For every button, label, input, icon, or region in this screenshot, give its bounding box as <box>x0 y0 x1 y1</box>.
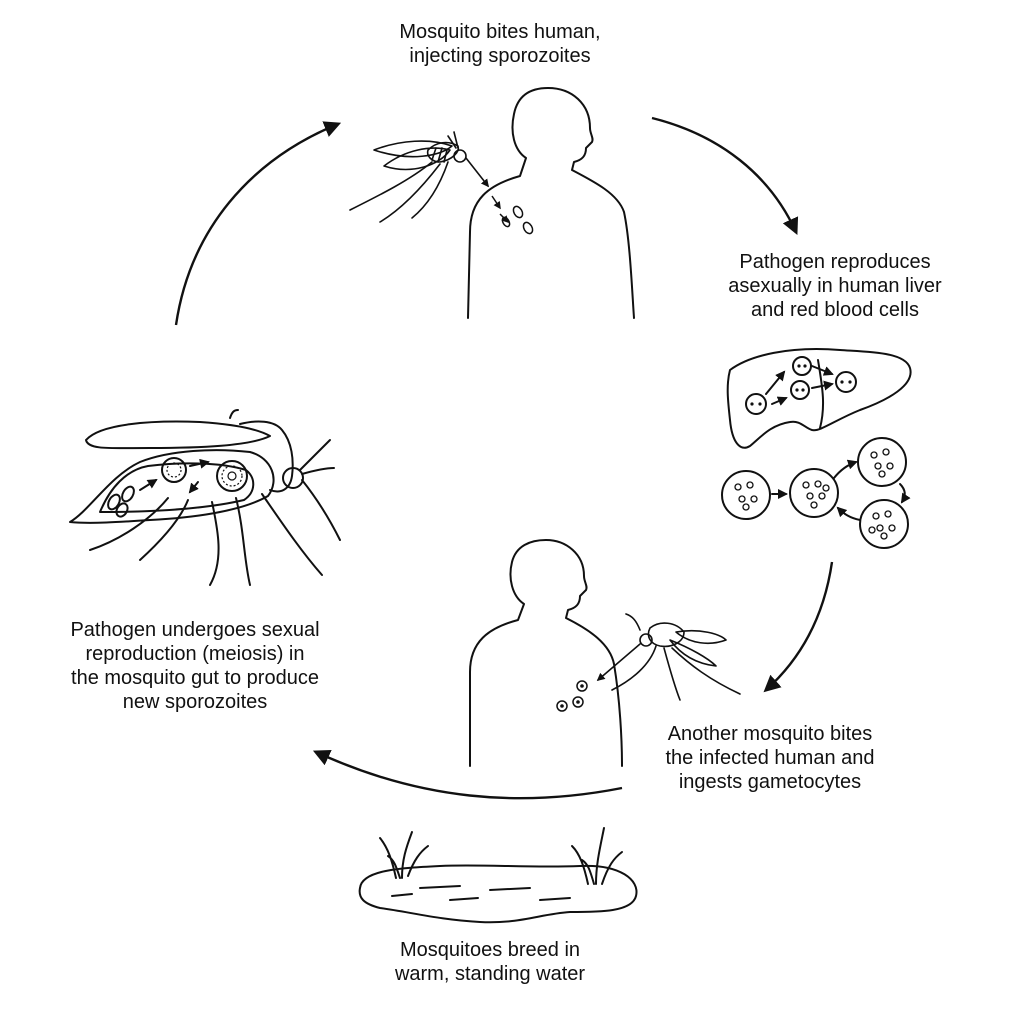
label-line: ingests gametocytes <box>678 771 862 793</box>
label-line: the mosquito gut to produce <box>71 667 319 689</box>
mosquito-biting-top <box>349 131 489 223</box>
label-line: and red blood cells <box>751 299 919 321</box>
cycle-arrow-liver-to-bite <box>763 561 834 693</box>
label-line: asexually in human liver <box>728 275 942 297</box>
mosquito-biting-bottom <box>596 613 741 701</box>
label-breeding: Mosquitoes breed in warm, standing water <box>360 938 620 986</box>
label-line: Mosquito bites human, <box>399 21 601 43</box>
label-line: Another mosquito bites <box>667 723 873 745</box>
red-blood-cells <box>721 437 911 549</box>
label-line: the infected human and <box>665 747 875 769</box>
label-second-bite: Another mosquito bites the infected huma… <box>640 722 900 794</box>
human-silhouette-bottom <box>469 539 623 767</box>
label-line: injecting sporozoites <box>409 45 591 67</box>
gametocytes <box>556 680 588 712</box>
label-line: warm, standing water <box>394 963 586 985</box>
cycle-arrow-left-to-top <box>174 121 342 326</box>
label-asexual-reproduction: Pathogen reproduces asexually in human l… <box>700 250 970 322</box>
label-human-bite: Mosquito bites human, injecting sporozoi… <box>340 20 660 68</box>
liver-illustration <box>726 348 912 449</box>
label-line: Mosquitoes breed in <box>399 939 581 961</box>
sporozoites-top <box>491 195 534 235</box>
label-line: Pathogen undergoes sexual <box>70 619 320 641</box>
mosquito-gut-illustration <box>69 409 341 586</box>
human-silhouette-top <box>467 87 635 319</box>
label-sexual-reproduction: Pathogen undergoes sexual reproduction (… <box>30 618 360 714</box>
cycle-arrow-top-to-liver <box>651 116 799 236</box>
label-line: reproduction (meiosis) in <box>85 643 305 665</box>
label-line: Pathogen reproduces <box>739 251 931 273</box>
standing-water-pond <box>358 827 638 924</box>
cycle-arrow-bite-to-left <box>312 750 623 800</box>
label-line: new sporozoites <box>122 691 268 713</box>
